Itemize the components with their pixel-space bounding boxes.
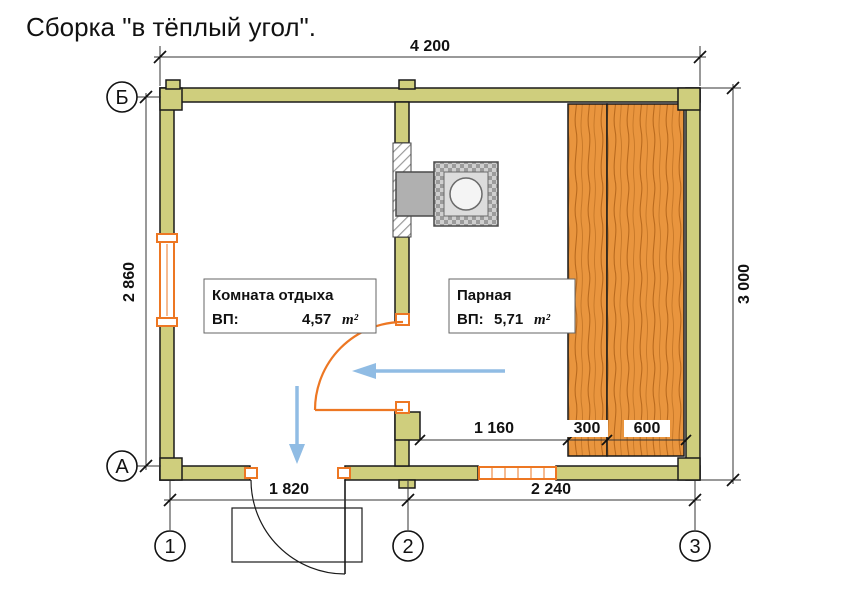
dimension-right: 3 000	[701, 81, 753, 487]
stove-tunnel	[395, 171, 435, 217]
flow-arrows	[289, 363, 505, 464]
wall-right	[685, 87, 701, 481]
entrance-door-jamb-left	[244, 467, 258, 479]
wall-bottom-mid	[344, 465, 479, 481]
benches	[567, 103, 685, 457]
dimension-top: 4 200	[153, 38, 707, 86]
room-label-steam: Парная ВП: 5,71 m²	[448, 278, 576, 334]
wall-top	[159, 87, 701, 103]
steam-room-area-unit: m²	[534, 312, 551, 328]
window-left-cap-bottom	[156, 317, 178, 327]
axis-a-circle	[106, 450, 138, 482]
stove	[395, 161, 499, 227]
rest-room-area-unit: m²	[342, 312, 359, 328]
entrance-door-swing-arc	[250, 479, 346, 575]
dimension-left: 2 860	[121, 90, 153, 473]
window-left	[156, 233, 178, 327]
corner-block-bottom-left	[159, 457, 183, 481]
wall-interior-mid	[394, 236, 410, 323]
axis-1-circle	[154, 530, 186, 562]
corner-block-bottom-right	[677, 457, 701, 481]
axis-b-circle	[106, 81, 138, 113]
label-backdrop	[624, 420, 670, 437]
dim-bench-wide: 600	[634, 420, 661, 437]
window-left-cap-top	[156, 233, 178, 243]
rest-room-name: Комната отдыха	[212, 287, 334, 304]
wall-left-lower	[159, 319, 175, 481]
bench-wide	[606, 103, 685, 457]
room-label-rest: Комната отдыха ВП: 4,57 m²	[203, 278, 377, 334]
axis-1-label: 1	[164, 536, 175, 558]
room-label-rest-box	[203, 278, 377, 334]
dim-inner-height: 2 860	[121, 262, 138, 302]
label-backdrop	[566, 420, 608, 437]
flow-arrow-horizontal-head	[352, 363, 376, 379]
axis-3-circle	[679, 530, 711, 562]
wall-left-upper	[159, 87, 175, 241]
dim-span-1-2: 1 820	[269, 481, 309, 498]
wall-interior-top	[394, 101, 410, 144]
dim-bench-offset: 1 160	[474, 420, 514, 437]
timber-notch-top-axis2	[398, 79, 416, 90]
steam-room-area-value: 5,71	[494, 311, 523, 328]
porch	[231, 507, 363, 563]
axis-2-circle	[392, 530, 424, 562]
steam-room-area-label: ВП:	[457, 311, 484, 328]
drawing-title: Сборка "в тёплый угол".	[26, 12, 316, 42]
rest-room-area-value: 4,57	[302, 311, 331, 328]
room-label-steam-box	[448, 278, 576, 334]
axis-b-label: Б	[115, 87, 128, 109]
dim-span-2-3: 2 240	[531, 481, 571, 498]
wall-door-stub	[394, 411, 421, 441]
dimension-benches: 1 160 300 600	[414, 420, 692, 446]
stove-burner	[449, 177, 483, 211]
dimension-bottom: 1 820 2 240 1 2 3	[154, 481, 711, 562]
axis-3-label: 3	[689, 536, 700, 558]
window-bottom	[478, 466, 557, 480]
timber-notch-bottom-axis2	[398, 479, 416, 489]
dim-total-width: 4 200	[410, 38, 450, 55]
steam-room-name: Парная	[457, 287, 511, 304]
axis-a-label: А	[115, 456, 129, 478]
interior-door-jamb-bottom	[395, 401, 410, 414]
interior-door	[313, 313, 410, 414]
dim-bench-narrow: 300	[574, 420, 601, 437]
flow-arrow-vertical-head	[289, 444, 305, 464]
interior-door-swing-arc	[313, 320, 404, 411]
corner-block-top-left	[159, 87, 183, 111]
interior-door-jamb-top	[395, 313, 410, 326]
entrance-door-jamb-right	[337, 467, 351, 479]
corner-block-top-right	[677, 87, 701, 111]
rest-room-area-label: ВП:	[212, 311, 239, 328]
dim-total-height: 3 000	[736, 264, 753, 304]
axis-rows: Б А	[106, 81, 161, 482]
entrance-door	[231, 467, 363, 575]
timber-notch-top-left	[165, 79, 181, 90]
axis-2-label: 2	[402, 536, 413, 558]
